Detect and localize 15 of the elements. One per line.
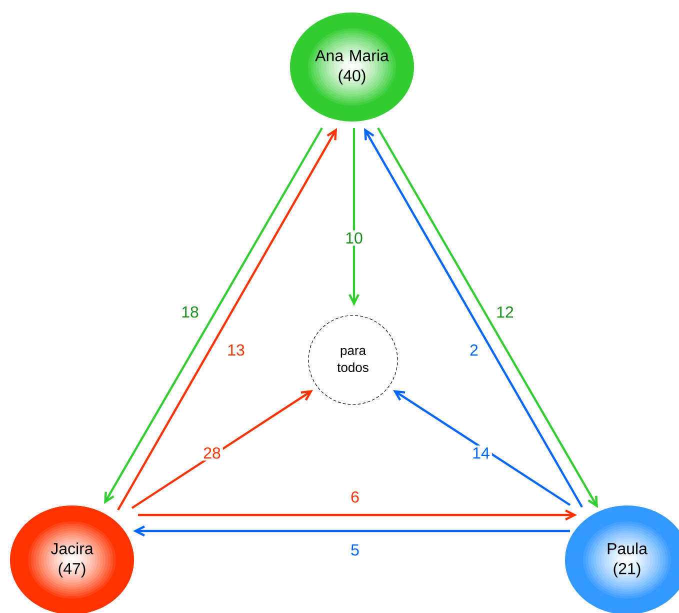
edge-label: 13 xyxy=(228,344,244,356)
edge-label: 10 xyxy=(343,230,365,246)
arrow xyxy=(348,128,360,306)
edge-label: 5 xyxy=(351,544,359,556)
edge-label: 6 xyxy=(351,491,359,503)
edge-label: 14 xyxy=(470,446,492,460)
edge-label: 18 xyxy=(182,306,198,318)
arrow xyxy=(393,390,571,506)
edge-label: 12 xyxy=(497,306,514,318)
arrow xyxy=(138,510,577,520)
arrow xyxy=(133,526,570,536)
person-ball: Ana Maria (40) xyxy=(290,12,414,122)
arrow xyxy=(131,390,313,509)
edge-label: 2 xyxy=(470,344,478,356)
edge-label: 28 xyxy=(201,445,223,461)
